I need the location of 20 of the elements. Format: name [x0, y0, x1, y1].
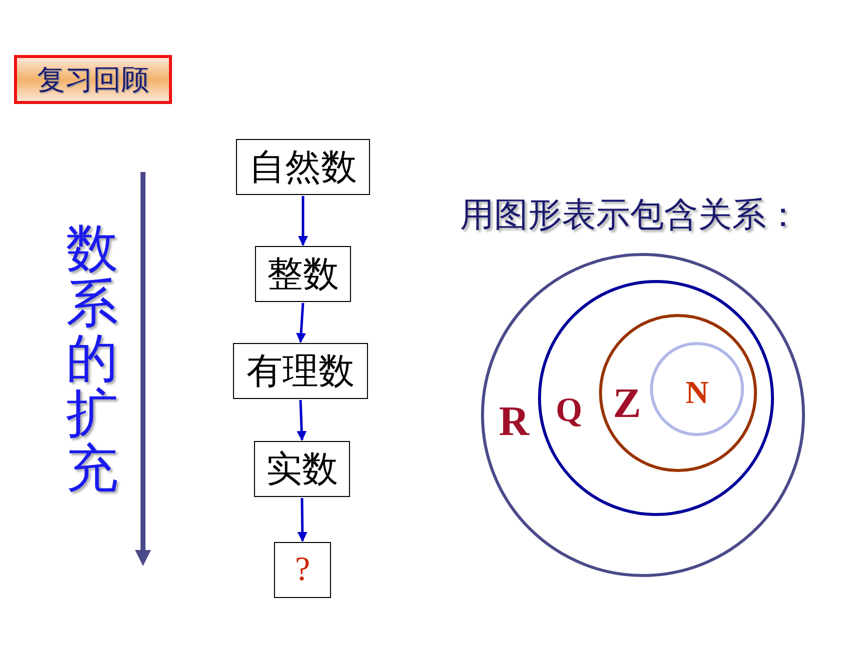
heading-box: 复习回顾 — [14, 55, 172, 104]
arrow — [297, 498, 308, 542]
vertical-heading: 数系的扩充 — [65, 222, 119, 498]
process-box: 有理数 — [233, 343, 368, 399]
process-box: 自然数 — [236, 139, 370, 195]
set-circle — [538, 280, 774, 516]
set-circle — [599, 314, 757, 472]
set-letter: Q — [556, 394, 582, 428]
arrow — [296, 400, 307, 441]
process-box: 整数 — [255, 246, 351, 302]
arrow — [298, 196, 308, 246]
set-circle — [481, 253, 805, 577]
process-box: ? — [274, 542, 331, 598]
arrow — [296, 302, 306, 343]
set-letter: Z — [613, 383, 641, 425]
set-letter: N — [685, 376, 709, 408]
process-box: 实数 — [254, 441, 350, 497]
set-circle — [650, 342, 744, 436]
caption-text: 用图形表示包含关系： — [460, 194, 801, 237]
set-letter: R — [498, 401, 530, 443]
